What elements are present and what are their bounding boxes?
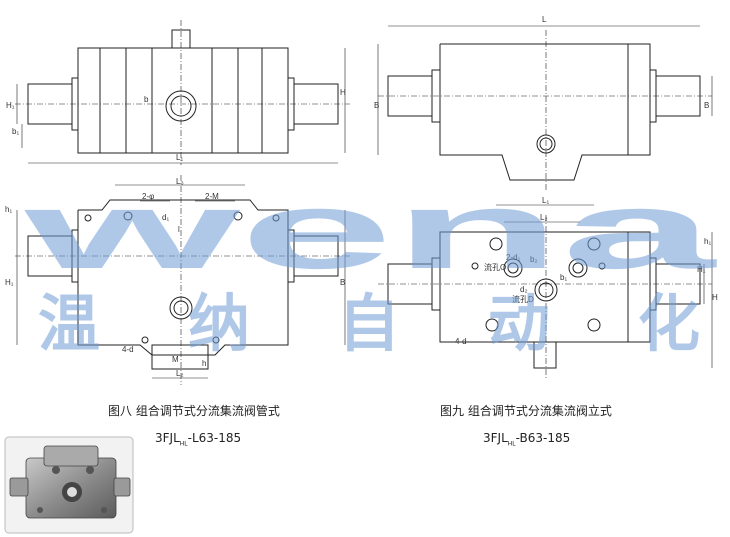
dim-2-phi: 2-φ — [142, 192, 154, 201]
dim-b: b — [144, 95, 149, 104]
dim-4-d: 4-d — [122, 345, 134, 354]
dim-B-right: B — [704, 101, 709, 110]
fig8-model: 3FJLHL-L63-185 — [155, 431, 241, 447]
dim-L3: L₃ — [176, 177, 184, 186]
fig9-front-view — [378, 204, 713, 380]
dim-L2: L₂ — [540, 213, 548, 222]
dim-d2: d₂ — [520, 285, 528, 294]
watermark-char-3: 自 — [338, 287, 400, 360]
port-D: 流孔D — [512, 294, 534, 304]
dim-H1-front: H₁ — [5, 278, 14, 287]
dim-H: H — [340, 88, 346, 97]
watermark-brand: wena — [22, 169, 717, 292]
fig9-top-view — [377, 25, 713, 190]
dim-b1: b₁ — [12, 127, 19, 136]
dim-M: M — [172, 355, 179, 364]
dim-L1: L₁ — [176, 153, 183, 162]
fig9-dimension-labels: L B B L₁ L₂ 2-d₁ 流孔O b₂ b₁ d₂ 流孔D h₁ H₁ … — [374, 15, 718, 346]
dim-L1: L₁ — [542, 196, 549, 205]
dim-B-top: B — [374, 101, 379, 110]
watermark-char-1: 温 — [38, 287, 100, 360]
dim-H1: H₁ — [6, 101, 15, 110]
fig9-model: 3FJLHL-B63-185 — [483, 431, 570, 447]
fig8-model-suffix: -L63-185 — [187, 431, 242, 445]
fig8-top-view — [15, 20, 350, 165]
dim-L2: L₂ — [176, 369, 184, 378]
brand-watermark: wena 温 纳 自 动 化 — [22, 169, 717, 360]
fig8-model-prefix: 3FJL — [155, 431, 180, 445]
port-O: 流孔O — [484, 262, 506, 272]
fig8-caption: 图八 组合调节式分流集流阀管式 — [108, 404, 280, 418]
dim-2-M: 2-M — [205, 192, 219, 201]
fig8-front-view — [15, 175, 350, 385]
watermark-char-5: 化 — [638, 287, 700, 360]
dim-H: H — [712, 293, 718, 302]
dim-h1: h₁ — [704, 237, 711, 246]
dim-d1: d₁ — [162, 213, 169, 222]
fig9-model-suffix: -B63-185 — [515, 431, 571, 445]
fig9-model-sub: HL — [507, 440, 516, 448]
dim-b1: b₁ — [560, 273, 567, 282]
dim-h: h — [202, 359, 206, 368]
fig8-model-sub: HL — [179, 440, 188, 448]
dim-l: l — [178, 225, 180, 234]
fig9-model-prefix: 3FJL — [483, 431, 508, 445]
fig9-caption: 图九 组合调节式分流集流阀立式 — [440, 404, 612, 418]
watermark-char-2: 纳 — [188, 287, 250, 360]
fig8-dimension-labels: L₁ H₁ b₁ H b L₃ 2-φ 2-M d₁ l h₁ H₁ B 4-d… — [5, 88, 346, 378]
dim-L: L — [542, 15, 547, 24]
dim-4-d: 4-d — [455, 337, 467, 346]
dim-H1: H₁ — [697, 265, 706, 274]
dim-2-d1: 2-d₁ — [506, 253, 521, 262]
dim-B: B — [340, 278, 345, 287]
product-photo — [4, 436, 134, 534]
watermark-char-4: 动 — [488, 287, 550, 360]
dim-b2: b₂ — [530, 255, 538, 264]
dim-h1: h₁ — [5, 205, 12, 214]
